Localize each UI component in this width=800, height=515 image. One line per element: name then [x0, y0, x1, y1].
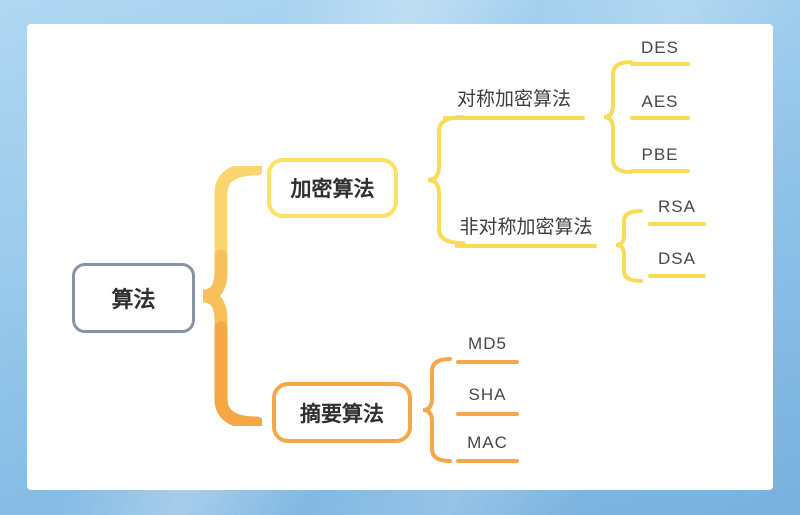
underline-asymmetric-encryption [455, 244, 597, 248]
leaf-sha: SHA [468, 385, 507, 404]
node-encryption-label: 加密算法 [290, 178, 375, 201]
leaf-des: DES [641, 38, 679, 57]
node-encryption-algorithms: 加密算法 [267, 158, 398, 218]
underline-dsa [648, 274, 706, 278]
underline-mac [456, 459, 519, 463]
encryption-curly-brace [427, 115, 465, 245]
underline-des [630, 62, 690, 66]
node-digest-algorithms: 摘要算法 [272, 382, 412, 443]
leaf-mac: MAC [467, 433, 508, 452]
underline-pbe [630, 169, 690, 173]
leaf-aes: AES [641, 92, 679, 111]
label-symmetric-encryption: 对称加密算法 [456, 89, 571, 110]
leaf-md5: MD5 [468, 334, 507, 353]
node-digest-label: 摘要算法 [300, 402, 384, 426]
underline-symmetric-encryption [443, 116, 585, 120]
node-root-algorithm: 算法 [72, 263, 195, 333]
underline-md5 [456, 360, 519, 364]
leaf-pbe: PBE [641, 145, 679, 164]
underline-sha [456, 412, 519, 416]
asymmetric-curly-brace [615, 209, 643, 283]
leaf-rsa: RSA [658, 197, 696, 216]
leaf-dsa: DSA [658, 249, 696, 268]
symmetric-curly-brace [603, 60, 633, 174]
root-curly-brace [202, 166, 262, 426]
underline-rsa [648, 222, 706, 226]
label-asymmetric-encryption: 非对称加密算法 [459, 217, 593, 238]
digest-curly-brace [422, 357, 452, 463]
node-root-label: 算法 [111, 287, 156, 312]
underline-aes [630, 116, 690, 120]
